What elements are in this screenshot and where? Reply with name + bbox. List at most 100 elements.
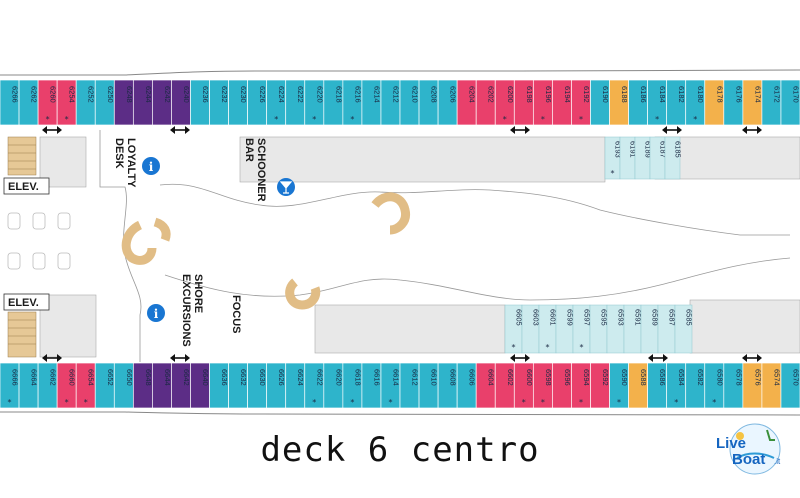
cabin-number: 6208 bbox=[430, 86, 439, 103]
promenade-cabin-6603: 6603 bbox=[521, 304, 541, 354]
cabin-star-marker: * bbox=[65, 398, 69, 407]
cabin-6616: 6616 bbox=[361, 362, 381, 409]
cabin-number: 6212 bbox=[391, 86, 400, 103]
cabin-star-marker: * bbox=[312, 398, 316, 407]
hull-top-line bbox=[0, 69, 800, 76]
spiral-stair-bottom-mid bbox=[285, 278, 321, 310]
cabin-6262: 6262 bbox=[18, 79, 39, 126]
svg-text:Boat: Boat bbox=[732, 451, 765, 468]
promenade-cabin-6605: 6605* bbox=[504, 304, 524, 354]
cabin-number: 6244 bbox=[144, 86, 153, 103]
loyalty-desk-label: LOYALTYDESK bbox=[113, 138, 137, 188]
promenade-cabin-6593: 6593 bbox=[606, 304, 626, 354]
elevator-top-box bbox=[3, 177, 50, 195]
cabin-number: 6588 bbox=[639, 369, 648, 386]
cabin-6190: 6190 bbox=[590, 79, 610, 126]
cabin-6206: 6206 bbox=[437, 79, 458, 126]
cabin-6222: 6222 bbox=[285, 79, 305, 126]
promenade-cabin-number: 6185 bbox=[674, 141, 683, 158]
cabin-6178: 6178 bbox=[704, 79, 724, 126]
promenade-cabin-6595: 6595 bbox=[589, 304, 609, 354]
cabin-star-marker: * bbox=[674, 398, 678, 407]
cabin-number: 6254 bbox=[68, 86, 77, 103]
shore-excursions-label: SHOREEXCURSIONS bbox=[180, 274, 204, 347]
cabin-number: 6186 bbox=[639, 86, 648, 103]
cabin-star-marker: * bbox=[579, 115, 583, 124]
cabin-6202: 6202 bbox=[475, 79, 496, 126]
cabin-number: 6252 bbox=[87, 86, 96, 103]
cabin-number: 6214 bbox=[372, 86, 381, 103]
cabin-number: 6614 bbox=[391, 369, 400, 386]
cabin-number: 6222 bbox=[296, 86, 305, 103]
cabin-6194: 6194 bbox=[552, 79, 572, 126]
cabin-cell bbox=[780, 79, 800, 126]
cabin-number: 6610 bbox=[430, 369, 439, 386]
cabin-number: 6630 bbox=[258, 369, 267, 386]
cabin-6618: 6618* bbox=[342, 362, 362, 409]
stairs-top-left bbox=[7, 136, 37, 176]
cabin-number: 6190 bbox=[601, 86, 610, 103]
cabin-6186: 6186 bbox=[628, 79, 648, 126]
cabin-6266: 6266 bbox=[0, 79, 20, 126]
seating-area bbox=[7, 212, 71, 270]
cabin-6176: 6176 bbox=[723, 79, 743, 126]
cabin-6592: 6592 bbox=[590, 362, 610, 409]
schooner-bar-label: SCHOONERBAR bbox=[243, 138, 267, 202]
cabin-6620: 6620 bbox=[323, 362, 343, 409]
cabin-star-marker: * bbox=[312, 115, 316, 124]
double-arrow-icon bbox=[170, 126, 190, 134]
cabin-6614: 6614* bbox=[380, 362, 400, 409]
cabin-6224: 6224* bbox=[266, 79, 286, 126]
cabin-number: 6590 bbox=[620, 369, 629, 386]
cabin-6598: 6598* bbox=[532, 362, 553, 409]
cabin-number: 6188 bbox=[620, 86, 629, 103]
cabin-number: 6586 bbox=[658, 369, 667, 386]
cabin-star-marker: * bbox=[46, 115, 50, 124]
promenade-cabin-6597: 6597* bbox=[572, 304, 592, 354]
cabin-star-marker: * bbox=[712, 398, 716, 407]
cabin-6236: 6236 bbox=[190, 79, 210, 126]
cabin-6662: 6662 bbox=[37, 362, 58, 409]
cabin-number: 6664 bbox=[30, 369, 39, 386]
svg-text:.it: .it bbox=[774, 457, 781, 466]
promenade-star-marker: * bbox=[546, 343, 550, 352]
promenade-cabin-6587: 6587 bbox=[657, 304, 677, 354]
cabin-number: 6616 bbox=[372, 369, 381, 386]
cabin-6648: 6648 bbox=[132, 362, 153, 409]
cabin-6570: 6570 bbox=[780, 362, 800, 409]
promenade-star-marker: * bbox=[611, 169, 615, 178]
cabin-number: 6250 bbox=[106, 86, 115, 103]
cabin-6622: 6622* bbox=[304, 362, 324, 409]
cabin-star-marker: * bbox=[8, 398, 12, 407]
cabin-6180: 6180* bbox=[685, 79, 705, 126]
cabin-number: 6230 bbox=[239, 86, 248, 103]
double-arrow-icon bbox=[42, 126, 62, 134]
cabin-star-marker: * bbox=[503, 115, 507, 124]
cabin-number: 6648 bbox=[144, 369, 153, 386]
promenade-cabin-number: 6191 bbox=[629, 141, 638, 158]
promenade-cabin-number: 6597 bbox=[583, 309, 592, 326]
elevator-top-label: ELEV. bbox=[8, 181, 39, 193]
cabin-6172: 6172 bbox=[761, 79, 781, 126]
cabin-6644: 6644 bbox=[152, 362, 172, 409]
cabin-number: 6172 bbox=[772, 86, 781, 103]
cabin-number: 6266 bbox=[11, 86, 20, 103]
cabin-number: 6654 bbox=[87, 369, 96, 386]
promenade-cell bbox=[674, 304, 693, 354]
cabin-6584: 6584* bbox=[666, 362, 686, 409]
promenade-cabin-number: 6595 bbox=[600, 309, 609, 326]
stairs-bottom-left bbox=[7, 311, 37, 358]
cabin-6640: 6640 bbox=[190, 362, 210, 409]
cabin-number: 6196 bbox=[544, 86, 553, 103]
cabin-number: 6624 bbox=[296, 369, 305, 386]
cabin-6612: 6612 bbox=[399, 362, 420, 409]
cabin-6174: 6174 bbox=[742, 79, 762, 126]
cabin-6216: 6216* bbox=[342, 79, 362, 126]
promenade-cabin-number: 6585 bbox=[685, 309, 694, 326]
spiral-stair-top-mid bbox=[371, 192, 411, 235]
cabin-6636: 6636 bbox=[209, 362, 229, 409]
